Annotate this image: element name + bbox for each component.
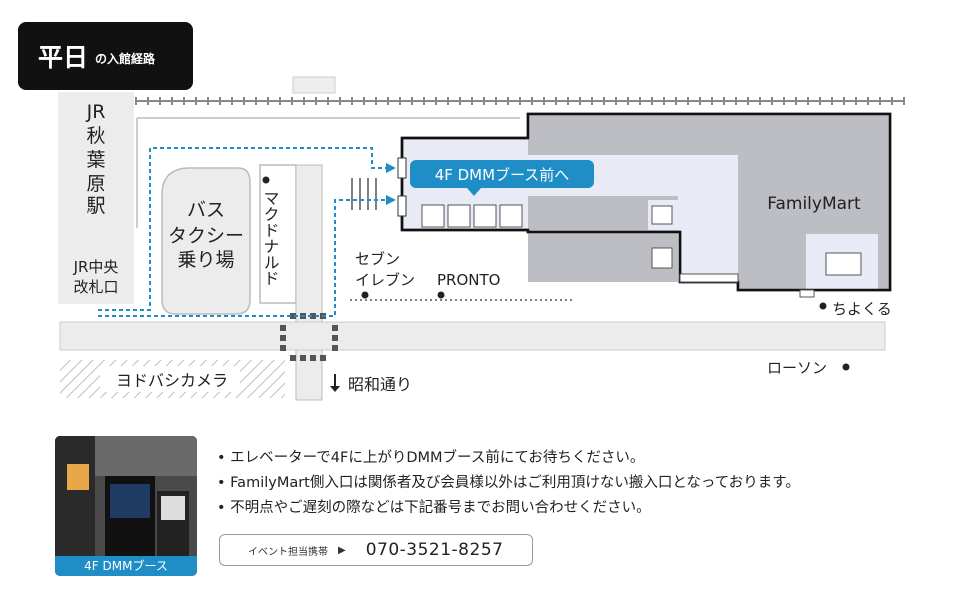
- contact-phone[interactable]: 070-3521-8257: [365, 540, 504, 560]
- yodobashi-label: ヨドバシカメラ: [116, 371, 228, 390]
- chiyokuru-dot: [819, 302, 827, 310]
- page-subtitle: の入館経路: [95, 51, 156, 66]
- destination-label: 4F DMMブース前へ: [435, 166, 570, 184]
- pronto-dot: [437, 291, 445, 299]
- gate-label: JR中央: [73, 258, 119, 276]
- svg-text:イレブン: イレブン: [355, 271, 415, 289]
- mcdonalds-label: マクドナルド: [261, 190, 280, 286]
- svg-text:改札口: 改札口: [73, 278, 118, 296]
- weekday-badge: 平日 の入館経路: [18, 22, 193, 90]
- down-arrow-icon: [330, 374, 340, 392]
- note-item: 不明点やご遅刻の際などは下記番号までお問い合わせください。: [217, 496, 800, 521]
- destination-label-bg: [410, 160, 594, 188]
- seven-eleven-label: セブン: [355, 250, 400, 268]
- bus-taxi-label: バス: [187, 199, 225, 221]
- mcdonalds-dot: [262, 176, 270, 184]
- showa-street: [295, 164, 323, 401]
- main-road: [59, 321, 886, 351]
- note-item: エレベーターで4Fに上がりDMMブース前にてお待ちください。: [217, 446, 800, 471]
- chiyokuru-label: ちよくる: [832, 300, 892, 318]
- station-building: [58, 92, 134, 304]
- entrance-upper: [397, 157, 407, 179]
- lawson-label: ローソン: [767, 359, 827, 377]
- showa-label: 昭和通り: [348, 375, 412, 394]
- svg-text:タクシー: タクシー: [168, 225, 244, 247]
- contact-box: イベント担当携帯 ▶ 070-3521-8257: [219, 534, 533, 566]
- bus-taxi-area: [161, 167, 251, 315]
- elevator-icons: [421, 204, 523, 228]
- note-item: FamilyMart側入口は関係者及び会員様以外はご利用頂けない搬入口となってお…: [217, 471, 800, 496]
- page-title: 平日: [38, 43, 89, 72]
- route-path: [98, 147, 388, 317]
- booth-image: [55, 436, 197, 556]
- access-map: JR 秋 葉 原 駅 JR中央 改札口 バス タクシー 乗り場 マクドナルド セ…: [58, 76, 905, 401]
- mcdonalds-block: [259, 164, 297, 304]
- contact-label: イベント担当携帯: [248, 546, 328, 558]
- entrance-lower: [397, 195, 407, 217]
- svg-text:原: 原: [86, 173, 105, 195]
- notes-list: エレベーターで4Fに上がりDMMブース前にてお待ちください。 FamilyMar…: [217, 446, 800, 521]
- svg-text:乗り場: 乗り場: [177, 249, 234, 271]
- svg-text:駅: 駅: [86, 195, 105, 217]
- photo-caption: 4F DMMブース: [55, 556, 197, 576]
- svg-text:秋: 秋: [86, 125, 105, 147]
- familymart-label: FamilyMart: [767, 194, 861, 214]
- booth-photo: 4F DMMブース: [55, 436, 197, 576]
- station-label: JR: [86, 101, 106, 123]
- lawson-dot: [842, 363, 850, 371]
- seven-dot: [361, 291, 369, 299]
- railway-overpass: [292, 76, 336, 94]
- svg-text:葉: 葉: [86, 149, 105, 171]
- pronto-label: PRONTO: [437, 271, 500, 289]
- play-arrow-icon: ▶: [338, 544, 346, 556]
